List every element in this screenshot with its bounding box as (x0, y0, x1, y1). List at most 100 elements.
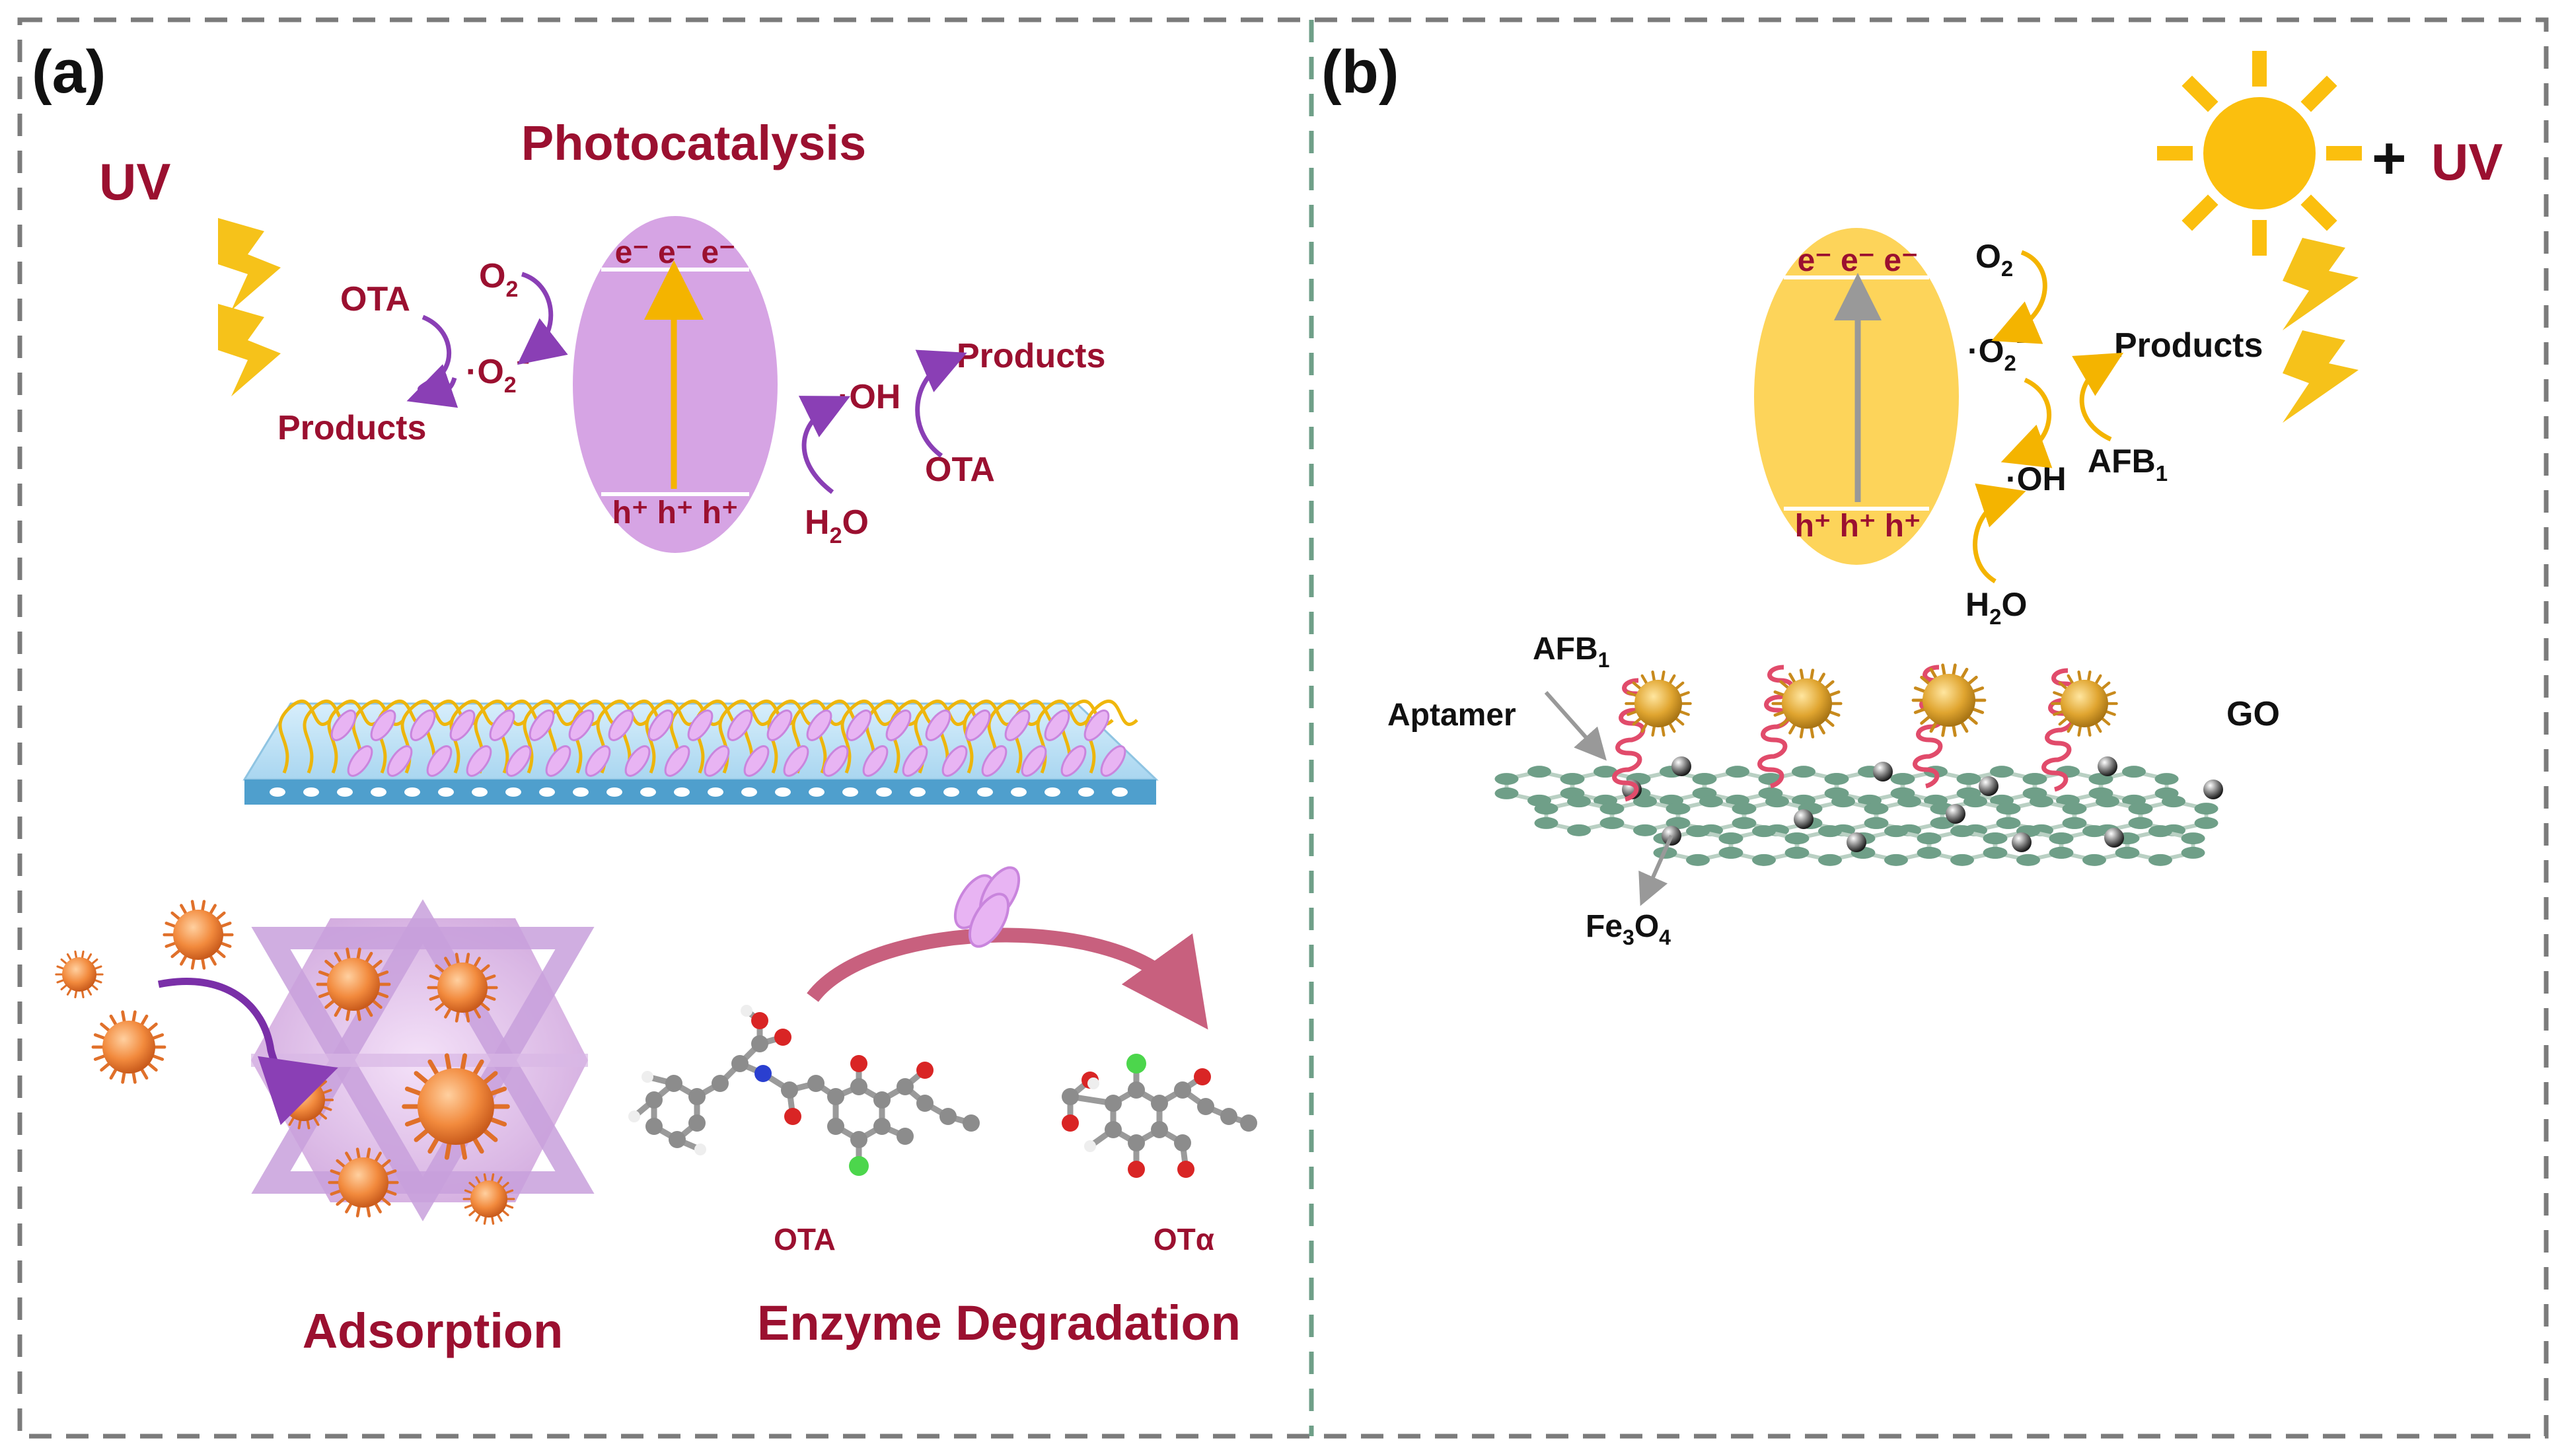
atom (1151, 1095, 1168, 1112)
arrow-to-products-left (406, 364, 458, 408)
superoxide-label-b: ·O2− (1967, 329, 2029, 375)
go-node (1917, 832, 1942, 845)
pore-dot (876, 787, 892, 797)
ota-right-label: OTA (925, 451, 995, 489)
enzyme-pod (1060, 745, 1087, 777)
enzyme-pod (449, 710, 476, 741)
go-node (1732, 803, 1757, 815)
enzyme-pod (902, 745, 928, 777)
atom (1197, 1098, 1214, 1115)
go-node (1527, 766, 1551, 778)
pore-dot (640, 787, 656, 797)
lightning-icon (218, 218, 281, 310)
enzyme-pod (647, 710, 674, 741)
pore-dot (775, 787, 791, 797)
graphene-oxide-sheet (1494, 756, 2223, 866)
atom (669, 1131, 686, 1148)
go-node (2049, 846, 2074, 859)
go-node (1897, 795, 1921, 808)
hydroxyl-label-b: ·OH (2006, 460, 2067, 497)
fiber-strand (645, 700, 698, 774)
atom (628, 1110, 640, 1122)
pore-dot (741, 787, 757, 797)
atom (1177, 1161, 1194, 1178)
photocatalysis-title: Photocatalysis (521, 116, 866, 170)
fiber-strand (327, 700, 381, 774)
go-node (2181, 832, 2205, 845)
pore-dot (1078, 787, 1094, 797)
atom (1128, 1134, 1145, 1151)
mycotoxin-particle (402, 1053, 510, 1160)
enzyme-pod (347, 745, 373, 777)
go-node (1785, 846, 1810, 859)
go-node (1494, 787, 1519, 799)
pore-dot (472, 787, 488, 797)
atom (712, 1075, 729, 1092)
enzyme-pod (330, 710, 357, 741)
atom (688, 1088, 706, 1105)
go-node (1719, 832, 1743, 845)
fiber-strand (571, 700, 625, 774)
mycotoxin-particle (1771, 669, 1843, 739)
atom (850, 1078, 867, 1095)
h2o-label-a: H2O (805, 503, 869, 548)
go-node (1884, 854, 1908, 866)
go-node (1567, 824, 1591, 836)
pore-dot (1112, 787, 1128, 797)
fiber-strand (889, 700, 943, 774)
go-node (2129, 803, 2153, 815)
enzyme-pod (766, 710, 793, 741)
go-node (2016, 854, 2040, 866)
atom (873, 1091, 891, 1109)
pore-dot (977, 787, 993, 797)
enzyme-pod (687, 710, 714, 741)
aptamer-label: Aptamer (1387, 698, 1516, 733)
atom (1105, 1095, 1122, 1112)
atom (741, 1005, 752, 1017)
go-node (2148, 825, 2172, 838)
otalpha-molecule (1062, 1054, 1257, 1178)
atom (751, 1035, 768, 1052)
ota-left-label: OTA (340, 280, 410, 318)
atom (939, 1108, 957, 1125)
fe3o4-nanoparticle (1847, 832, 1866, 852)
fiber-strand (1085, 700, 1138, 774)
fe3o4-nanoparticle (1946, 804, 1965, 824)
enzyme-pod (1021, 745, 1047, 777)
holes-label-a: h⁺ h⁺ h⁺ (612, 495, 739, 530)
enzyme-pod (981, 745, 1008, 777)
pore-dot (1011, 787, 1027, 797)
enzyme-pod (806, 710, 832, 741)
arrow-ota-to-products-right (915, 349, 967, 458)
enzyme-icon (953, 866, 1021, 948)
photocatalyst-particle-a: e⁻ e⁻ e⁻ h⁺ h⁺ h⁺ (573, 216, 778, 553)
enzyme-pod (846, 710, 872, 741)
arrow-h2o-to-hydroxyl (798, 396, 851, 494)
fe3o4-nanoparticle (1671, 756, 1691, 776)
enzyme-pod (1004, 710, 1031, 741)
pore-dot (809, 787, 825, 797)
go-node (1963, 795, 1987, 808)
pore-dot (539, 787, 555, 797)
enzyme-pod (370, 710, 396, 741)
go-node (1990, 766, 2014, 778)
atom (850, 1131, 867, 1148)
pore-dot (505, 787, 521, 797)
atom (1087, 1077, 1099, 1089)
go-node (1534, 817, 1558, 829)
go-node (1686, 854, 1710, 866)
atom (754, 1065, 772, 1082)
fiber-strand (449, 700, 503, 774)
fiber-strand (767, 700, 821, 774)
atom (873, 1118, 891, 1135)
go-node (1534, 803, 1558, 815)
go-node (2030, 795, 2053, 808)
go-node (1752, 854, 1776, 866)
mycotoxin-particle (1625, 670, 1692, 737)
go-node (1864, 803, 1889, 815)
enzyme-pod (1083, 710, 1110, 741)
enzyme-pod (885, 710, 912, 741)
go-node (1600, 817, 1625, 829)
lightning-icon (2283, 330, 2359, 423)
atom (645, 1091, 663, 1109)
